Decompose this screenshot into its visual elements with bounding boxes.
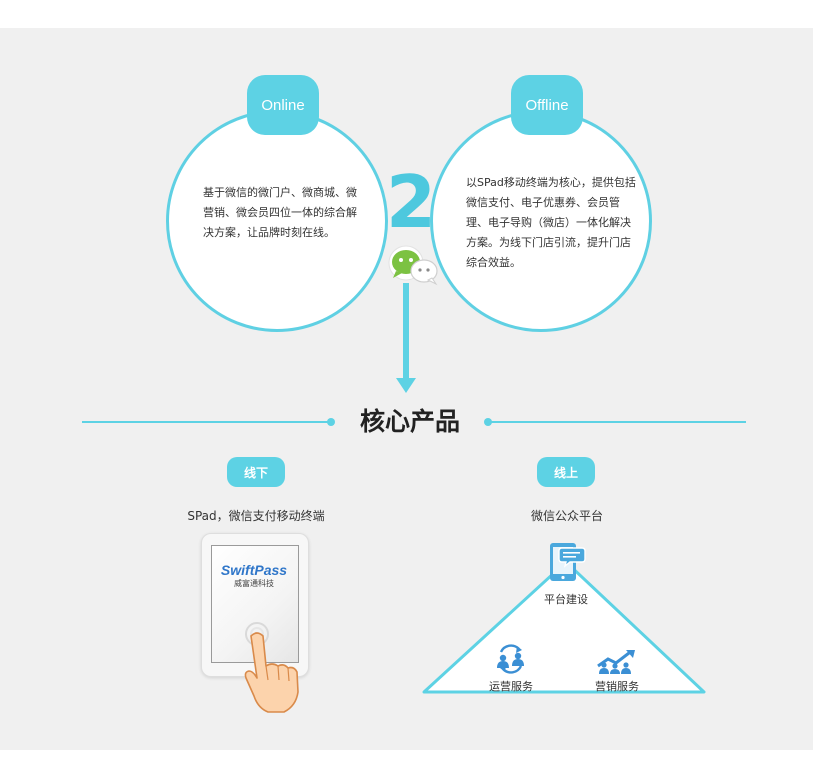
online-product-label: 微信公众平台: [530, 509, 603, 523]
online-tag: 线上: [537, 457, 595, 487]
users-sync-icon: [497, 644, 524, 674]
online-description: 基于微信的微门户、微商城、微营销、微会员四位一体的综合解决方案，让品牌时刻在线。: [203, 186, 357, 239]
center-number: 2: [385, 160, 437, 244]
offline-description: 以SPad移动终端为核心，提供包括微信支付、电子优惠券、会员管理、电子导购（微店…: [466, 176, 636, 269]
service-triangle: [422, 562, 706, 694]
offline-circle: [430, 110, 652, 332]
flow-arrow-head: [396, 378, 416, 393]
brand-subtitle: 威富通科技: [234, 579, 274, 588]
wechat-icon: [388, 245, 438, 286]
offline-product-label: SPad，微信支付移动终端: [187, 509, 325, 523]
brand-logo: SwiftPass: [220, 562, 288, 578]
section-title: 核心产品: [359, 407, 460, 436]
operation-service-label: 运营服务: [489, 680, 533, 693]
divider-dot-right: [484, 418, 492, 426]
growth-people-icon: [597, 650, 635, 674]
online-circle: [166, 110, 388, 332]
divider-dot-left: [327, 418, 335, 426]
divider-right: [490, 421, 746, 423]
divider-left: [82, 421, 330, 423]
offline-badge: Offline: [511, 75, 583, 135]
online-badge: Online: [247, 75, 319, 135]
marketing-service-label: 营销服务: [595, 680, 639, 693]
platform-build-label: 平台建设: [544, 593, 588, 606]
flow-arrow-line: [403, 283, 409, 381]
offline-tag: 线下: [227, 457, 285, 487]
hand-pointer-icon: [244, 622, 299, 713]
tablet-chat-icon: [550, 543, 586, 581]
